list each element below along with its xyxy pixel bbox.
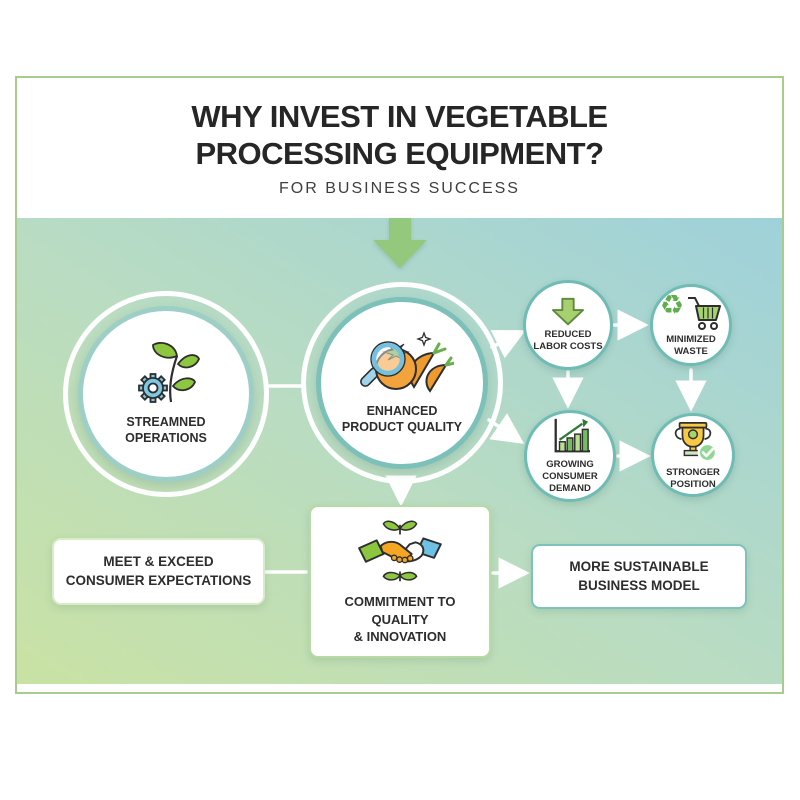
- page-title: WHY INVEST IN VEGETABLE PROCESSING EQUIP…: [191, 99, 608, 171]
- cart-icon: [688, 297, 722, 331]
- down-arrow-icon: [551, 297, 585, 326]
- header-down-arrow-icon: [373, 218, 427, 268]
- node-growing-consumer-demand: GROWING CONSUMER DEMAND: [524, 410, 616, 502]
- node-label: COMMITMENT TO QUALITY & INNOVATION: [344, 594, 456, 645]
- node-stronger-position: STRONGER POSITION: [651, 413, 735, 497]
- node-label: REDUCED LABOR COSTS: [533, 329, 603, 352]
- handshake-leaves-icon: [358, 520, 442, 582]
- node-label: MEET & EXCEED CONSUMER EXPECTATIONS: [65, 554, 252, 588]
- node-meet-exceed-expectations: MEET & EXCEED CONSUMER EXPECTATIONS: [52, 538, 265, 605]
- recycle-cart-icon: ♻: [660, 292, 722, 332]
- page-subtitle: FOR BUSINESS SUCCESS: [279, 180, 520, 197]
- node-label: STRONGER POSITION: [666, 467, 720, 490]
- node-label: MORE SUSTAINABLE BUSINESS MODEL: [569, 559, 709, 593]
- recycle-icon: ♻: [659, 290, 685, 322]
- gear-plant-icon: [138, 341, 200, 403]
- node-commitment-quality-innovation: COMMITMENT TO QUALITY & INNOVATION: [309, 505, 491, 658]
- node-label: ENHANCED PRODUCT QUALITY: [341, 403, 463, 434]
- growth-chart-icon: [554, 419, 590, 453]
- node-label: STREAMNED OPERATIONS: [125, 414, 207, 445]
- node-label: GROWING CONSUMER DEMAND: [542, 459, 598, 494]
- node-enhanced-product-quality: ENHANCED PRODUCT QUALITY: [301, 282, 503, 484]
- node-minimized-waste: ♻ MINIMIZED WASTE: [650, 284, 732, 366]
- trophy-check-icon: [674, 422, 718, 463]
- node-sustainable-business-model: MORE SUSTAINABLE BUSINESS MODEL: [531, 544, 747, 609]
- node-streamlined-operations: STREAMNED OPERATIONS: [63, 291, 269, 497]
- node-reduced-labor-costs: REDUCED LABOR COSTS: [523, 280, 613, 370]
- node-label: MINIMIZED WASTE: [666, 334, 716, 357]
- header: WHY INVEST IN VEGETABLE PROCESSING EQUIP…: [17, 78, 782, 218]
- magnifier-produce-icon: [360, 330, 454, 393]
